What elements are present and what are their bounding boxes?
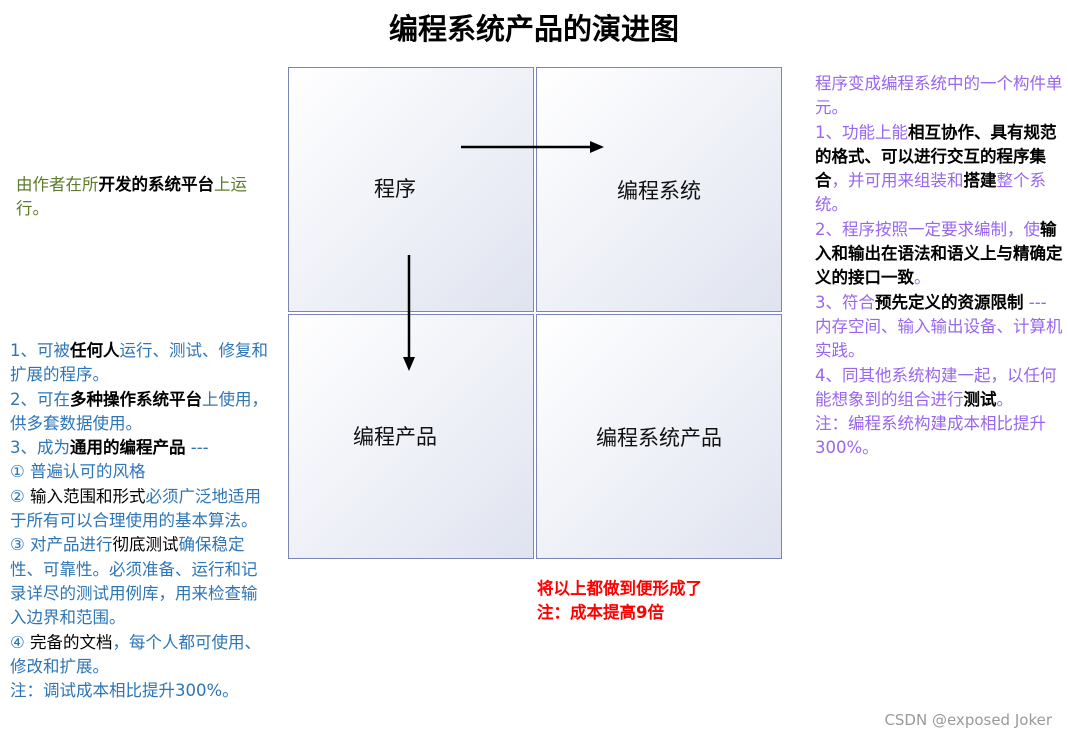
text-segment: ② [10, 486, 31, 506]
text-segment: 确保稳定性、可靠性。必须准备、运行和记录详尽的测试用例库，用来检查输入边界和范围… [10, 535, 258, 628]
quadrant-grid: 程序 编程系统 编程产品 编程系统产品 [288, 67, 782, 559]
text-segment: 。 [996, 389, 1014, 409]
quadrant-programming-system: 编程系统 [536, 67, 782, 312]
diagram-title: 编程系统产品的演进图 [388, 12, 679, 46]
quadrant-label: 编程系统产品 [596, 425, 722, 450]
paragraph: 2、可在多种操作系统平台上使用，供多套数据使用。 [10, 388, 272, 437]
text-segment: 。 [914, 268, 931, 288]
paragraph: 注：调试成本相比提升300%。 [10, 679, 272, 703]
emphasis-text: 开发的系统平台 [98, 175, 215, 194]
programming-system-description: 程序变成编程系统中的一个构件单元。1、功能上能相互协作、具有规范的格式、可以进行… [815, 72, 1065, 461]
text-segment: ① 普遍认可的风格 [10, 462, 146, 482]
program-description: 由作者在所开发的系统平台上运行。 [16, 173, 276, 222]
paragraph: ④ 完备的文档，每个人都可使用、修改和扩展。 [10, 631, 272, 680]
text-segment: 上运行。 [16, 175, 247, 219]
quadrant-label: 编程产品 [353, 424, 437, 449]
key-text: 彻底测试 [112, 535, 179, 555]
text-segment: 由作者在所 [16, 175, 99, 194]
text-segment: ④ [10, 632, 31, 652]
emphasis-text: 多种操作系统平台 [70, 389, 202, 409]
text-segment: 上使用，供多套数据使用。 [10, 389, 268, 433]
paragraph: 程序变成编程系统中的一个构件单元。 [815, 72, 1065, 121]
text-segment: 2、可在 [10, 389, 70, 409]
quadrant-programming-product: 编程产品 [288, 314, 534, 559]
note-line: 将以上都做到便形成了 [537, 579, 702, 598]
text-segment: ，每个人都可使用、修改和扩展。 [10, 632, 262, 676]
cost-note: 将以上都做到便形成了 注：成本提高9倍 [537, 577, 702, 625]
text-segment: 注：调试成本相比提升300%。 [10, 681, 239, 701]
text-segment: 必须广泛地适用于所有可以合理使用的基本算法。 [10, 486, 262, 531]
paragraph: 3、符合预先定义的资源限制 --- 内存空间、输入输出设备、计算机实践。 [815, 291, 1065, 364]
quadrant-program: 程序 [288, 67, 534, 312]
paragraph: ② 输入范围和形式必须广泛地适用于所有可以合理使用的基本算法。 [10, 485, 272, 534]
paragraph: 1、可被任何人运行、测试、修复和扩展的程序。 [10, 339, 272, 388]
paragraph: 4、同其他系统构建一起，以任何能想象到的组合进行测试。 [815, 364, 1065, 413]
text-segment: 2、程序按照一定要求编制，使 [815, 219, 1040, 239]
text-segment: 4、同其他系统构建一起，以任何能想象到的组合进行 [815, 365, 1057, 409]
text-segment: 整个系统。 [815, 171, 1046, 215]
emphasis-text: 输入和输出在语法和语义上与精确定义的接口一致 [815, 219, 1063, 288]
text-segment: --- [185, 438, 209, 458]
text-segment: 3、符合 [815, 292, 875, 312]
emphasis-text: 搭建 [963, 171, 997, 191]
programming-product-description: 1、可被任何人运行、测试、修复和扩展的程序。2、可在多种操作系统平台上使用，供多… [10, 339, 272, 703]
quadrant-label: 程序 [374, 176, 416, 201]
key-text: 完备的文档 [30, 632, 113, 652]
text-segment: --- 内存空间、输入输出设备、计算机实践。 [815, 292, 1063, 361]
text-segment: 运行、测试、修复和扩展的程序。 [10, 341, 268, 385]
note-line: 注：成本提高9倍 [537, 603, 664, 622]
watermark: CSDN @exposed Joker [884, 711, 1052, 729]
paragraph: 3、成为通用的编程产品 --- [10, 436, 272, 460]
emphasis-text: 相互协作、具有规范的格式、可以进行交互的程序集合 [815, 122, 1057, 191]
paragraph: 1、功能上能相互协作、具有规范的格式、可以进行交互的程序集合，并可用来组装和搭建… [815, 121, 1065, 218]
paragraph: 2、程序按照一定要求编制，使输入和输出在语法和语义上与精确定义的接口一致。 [815, 218, 1065, 291]
emphasis-text: 预先定义的资源限制 [875, 292, 1024, 312]
text-segment: ③ 对产品进行 [10, 535, 113, 555]
paragraph: 注：编程系统构建成本相比提升300%。 [815, 412, 1065, 461]
key-text: 输入范围和形式 [30, 486, 146, 506]
text-segment: 程序变成编程系统中的一个构件单元。 [815, 74, 1063, 118]
quadrant-label: 编程系统 [617, 178, 701, 203]
emphasis-text: 测试 [963, 389, 997, 409]
text-segment: 3、成为 [10, 438, 70, 458]
paragraph: ③ 对产品进行彻底测试确保稳定性、可靠性。必须准备、运行和记录详尽的测试用例库，… [10, 533, 272, 630]
emphasis-text: 通用的编程产品 [70, 438, 186, 458]
quadrant-programming-system-product: 编程系统产品 [536, 314, 782, 559]
text-segment: 1、可被 [10, 341, 70, 360]
text-segment: 1、功能上能 [815, 122, 908, 142]
paragraph: ① 普遍认可的风格 [10, 460, 272, 484]
text-segment: ，并可用来组装和 [831, 171, 964, 191]
paragraph: 由作者在所开发的系统平台上运行。 [16, 173, 276, 222]
text-segment: 注：编程系统构建成本相比提升300%。 [815, 414, 1046, 458]
emphasis-text: 任何人 [70, 341, 120, 360]
